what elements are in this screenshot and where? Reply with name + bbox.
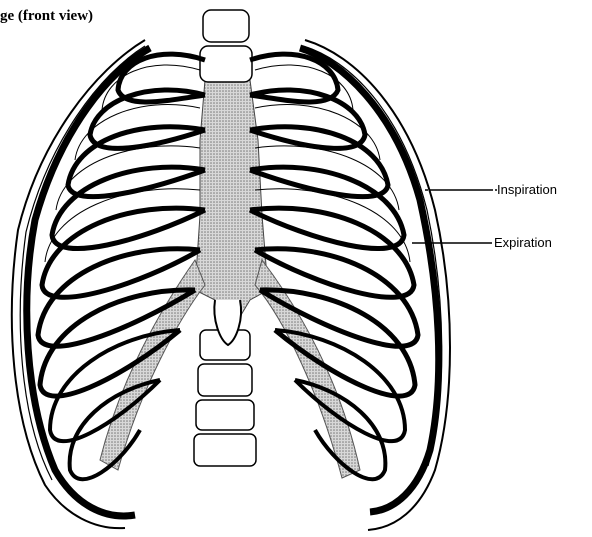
ribs-left [38,54,205,479]
sternum [195,80,268,330]
expiration-label: Expiration [494,235,552,250]
ribs-right [250,54,418,479]
inspiration-label: Inspiration [497,182,557,197]
